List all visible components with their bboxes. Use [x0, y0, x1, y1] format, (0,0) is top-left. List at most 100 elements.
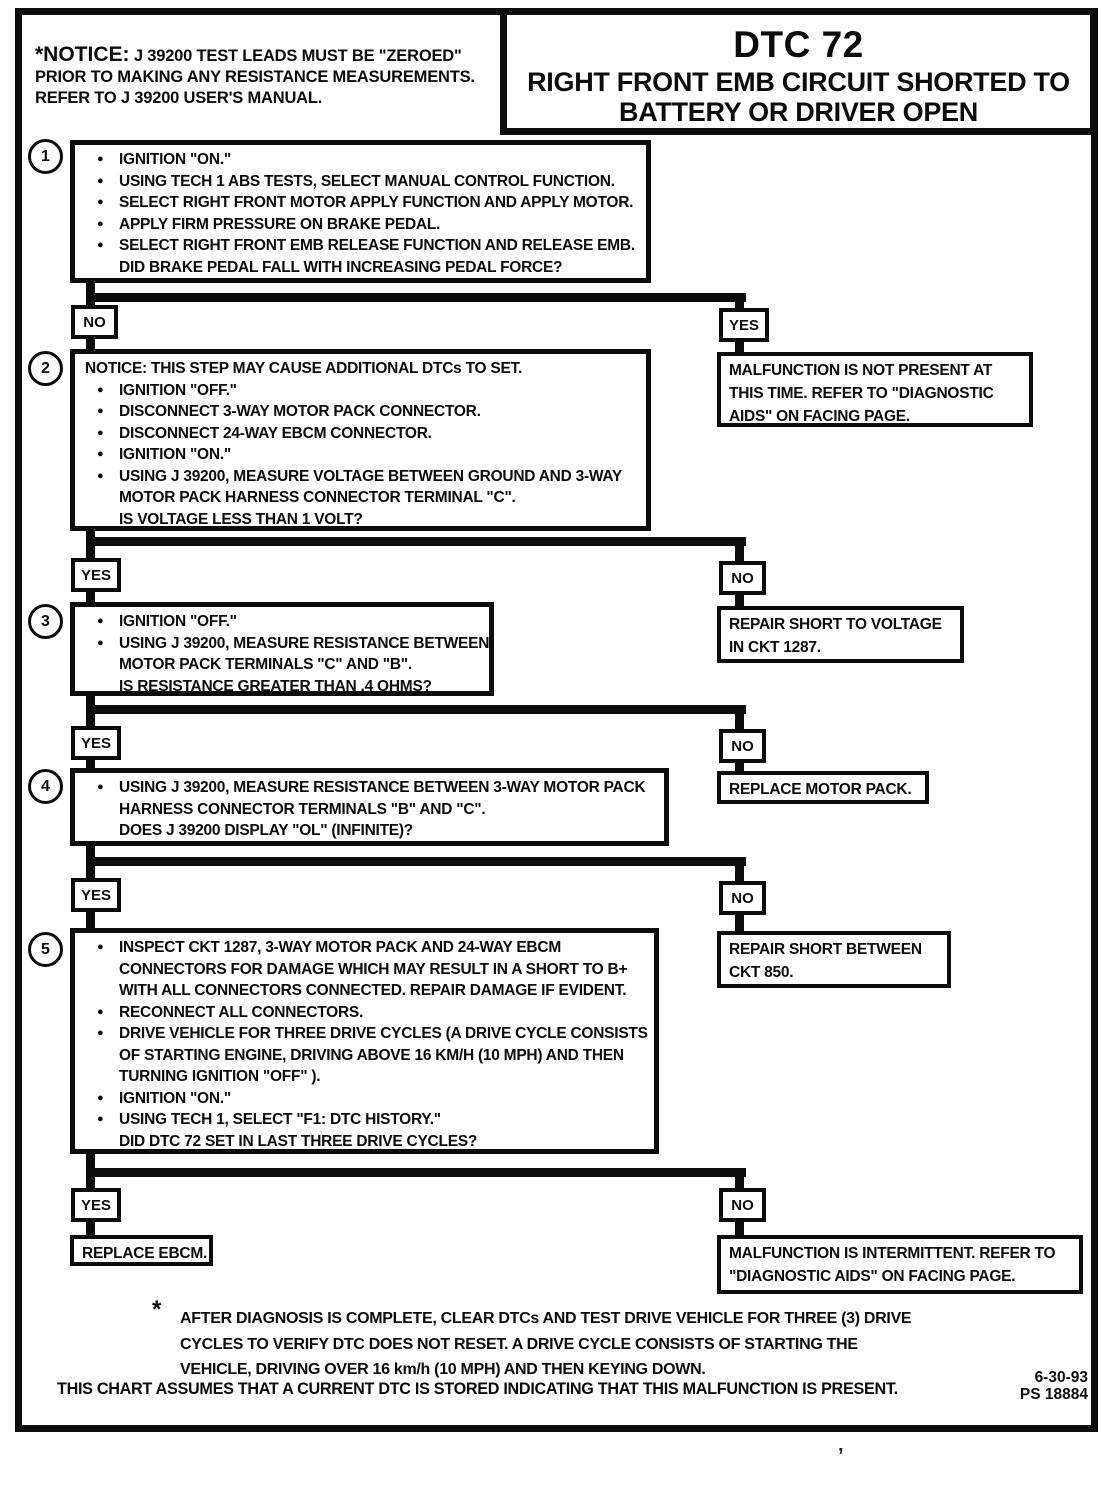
- step-4-box: ●USING J 39200, MEASURE RESISTANCE BETWE…: [70, 768, 669, 846]
- page-title: DTC 72: [733, 24, 864, 65]
- outcome-malfunction-intermittent: MALFUNCTION IS INTERMITTENT. REFER TO "D…: [717, 1235, 1083, 1294]
- branch-2-no-label: NO: [719, 561, 766, 595]
- notice-line-1: *NOTICE: J 39200 TEST LEADS MUST BE "ZER…: [35, 43, 462, 66]
- step-line: ●DISCONNECT 24-WAY EBCM CONNECTOR.: [85, 423, 640, 445]
- branch-4-no-label: NO: [719, 881, 766, 915]
- connector-line: [86, 1175, 95, 1190]
- branch-3-no-label: NO: [719, 729, 766, 763]
- bullet-icon: ●: [97, 405, 104, 417]
- connector-line: [86, 864, 95, 880]
- outcome-replace-motor-pack: REPLACE MOTOR PACK.: [717, 771, 929, 804]
- bullet-icon: ●: [97, 383, 104, 396]
- step-line: ●USING TECH 1, SELECT "F1: DTC HISTORY.": [85, 1109, 648, 1131]
- step-line: ●IGNITION "ON.": [85, 1088, 648, 1110]
- step-line: ●IGNITION "OFF.": [85, 380, 640, 402]
- step-1-number: 1: [28, 139, 63, 174]
- connector-line: [86, 712, 95, 728]
- step-line: TURNING IGNITION "OFF" ).: [119, 1068, 321, 1085]
- step-1-box: ●IGNITION "ON." ●USING TECH 1 ABS TESTS,…: [70, 140, 651, 283]
- footer-code: 6-30-93 PS 18884: [998, 1369, 1088, 1403]
- connector-line: [86, 694, 95, 708]
- bullet-icon: ●: [97, 1005, 104, 1018]
- bullet-icon: ●: [97, 1113, 104, 1125]
- footer-ps-number: PS 18884: [1019, 1386, 1088, 1403]
- footnote-marker: *: [152, 1296, 162, 1323]
- bullet-icon: ●: [97, 153, 104, 165]
- branch-4-yes-label: YES: [71, 878, 121, 912]
- page-subtitle-line-1: RIGHT FRONT EMB CIRCUIT SHORTED TO: [527, 67, 1070, 97]
- connector-line: [735, 1220, 744, 1237]
- branch-3-yes-label: YES: [71, 726, 121, 760]
- connector-line: [86, 300, 95, 307]
- bullet-icon: ●: [97, 615, 104, 627]
- step-line: ●SELECT RIGHT FRONT MOTOR APPLY FUNCTION…: [85, 192, 640, 214]
- connector-line: [735, 593, 744, 608]
- connector-line: [86, 844, 95, 860]
- bullet-icon: ●: [97, 941, 104, 953]
- scan-artifact-mark: ’: [838, 1445, 844, 1467]
- connector-line: [86, 590, 95, 604]
- step-line: CONNECTORS FOR DAMAGE WHICH MAY RESULT I…: [119, 960, 628, 978]
- bullet-icon: ●: [97, 196, 104, 208]
- step-line: ●APPLY FIRM PRESSURE ON BRAKE PEDAL.: [85, 214, 640, 236]
- step-2-box: NOTICE: THIS STEP MAY CAUSE ADDITIONAL D…: [70, 349, 651, 531]
- bullet-icon: ●: [97, 1027, 104, 1039]
- connector-line: [86, 1152, 95, 1174]
- step-line: ●USING J 39200, MEASURE RESISTANCE BETWE…: [85, 777, 658, 799]
- connector-line: [86, 281, 95, 295]
- step-line: ●RECONNECT ALL CONNECTORS.: [85, 1002, 648, 1024]
- step-3-box: ●IGNITION "OFF." ●USING J 39200, MEASURE…: [70, 602, 494, 696]
- branch-2-yes-label: YES: [71, 558, 121, 592]
- connector-line: [86, 337, 95, 351]
- step-line: ●INSPECT CKT 1287, 3-WAY MOTOR PACK AND …: [85, 937, 648, 959]
- branch-5-no-label: NO: [719, 1188, 766, 1222]
- step-question: DID DTC 72 SET IN LAST THREE DRIVE CYCLE…: [119, 1132, 478, 1150]
- step-question: DOES J 39200 DISPLAY "OL" (INFINITE)?: [119, 822, 413, 839]
- step-line: OF STARTING ENGINE, DRIVING ABOVE 16 KM/…: [119, 1046, 624, 1064]
- step-notice-line: NOTICE: THIS STEP MAY CAUSE ADDITIONAL D…: [85, 360, 523, 377]
- connector-line: [86, 910, 95, 930]
- connector-line: [735, 864, 744, 883]
- connector-line: [86, 857, 746, 866]
- bullet-icon: ●: [97, 781, 104, 793]
- chart-assumption-text: THIS CHART ASSUMES THAT A CURRENT DTC IS…: [57, 1380, 898, 1398]
- bullet-icon: ●: [97, 426, 104, 439]
- step-5-number: 5: [28, 932, 63, 967]
- notice-line-2: PRIOR TO MAKING ANY RESISTANCE MEASUREME…: [35, 68, 475, 86]
- step-line: ●USING J 39200, MEASURE VOLTAGE BETWEEN …: [85, 466, 640, 488]
- bullet-icon: ●: [97, 239, 104, 251]
- connector-line: [86, 293, 746, 302]
- step-question: DID BRAKE PEDAL FALL WITH INCREASING PED…: [119, 258, 563, 276]
- connector-line: [735, 1175, 744, 1190]
- connector-line: [735, 300, 744, 310]
- connector-line: [735, 913, 744, 933]
- bullet-icon: ●: [97, 636, 104, 649]
- step-question: IS VOLTAGE LESS THAN 1 VOLT?: [119, 510, 363, 528]
- step-line: WITH ALL CONNECTORS CONNECTED. REPAIR DA…: [119, 982, 627, 999]
- step-line: ●DRIVE VEHICLE FOR THREE DRIVE CYCLES (A…: [85, 1023, 648, 1045]
- outcome-replace-ebcm: REPLACE EBCM.: [70, 1235, 213, 1266]
- connector-line: [86, 758, 95, 770]
- step-2-number: 2: [28, 351, 63, 386]
- step-line: ●DISCONNECT 3-WAY MOTOR PACK CONNECTOR.: [85, 401, 640, 423]
- connector-line: [86, 705, 746, 714]
- step-line: ●IGNITION "ON.": [85, 444, 640, 466]
- notice-line-3: REFER TO J 39200 USER'S MANUAL.: [35, 89, 323, 107]
- step-4-number: 4: [28, 769, 63, 804]
- step-line: ●USING J 39200, MEASURE RESISTANCE BETWE…: [85, 633, 489, 655]
- step-line: MOTOR PACK TERMINALS "C" AND "B".: [119, 656, 412, 673]
- branch-1-yes-label: YES: [719, 308, 769, 342]
- footnote-text: AFTER DIAGNOSIS IS COMPLETE, CLEAR DTCs …: [180, 1310, 912, 1378]
- step-line: ●IGNITION "ON.": [85, 149, 640, 171]
- notice-prefix: *NOTICE:: [35, 43, 130, 66]
- branch-5-yes-label: YES: [71, 1188, 121, 1222]
- step-line: HARNESS CONNECTOR TERMINALS "B" AND "C".: [119, 800, 486, 818]
- footer-date: 6-30-93: [1034, 1369, 1088, 1386]
- connector-line: [735, 761, 744, 773]
- bullet-icon: ●: [97, 1091, 104, 1104]
- bullet-icon: ●: [97, 174, 104, 187]
- bullet-icon: ●: [97, 217, 104, 230]
- header-notice: *NOTICE: J 39200 TEST LEADS MUST BE "ZER…: [35, 44, 505, 109]
- step-line: ●IGNITION "OFF.": [85, 611, 483, 633]
